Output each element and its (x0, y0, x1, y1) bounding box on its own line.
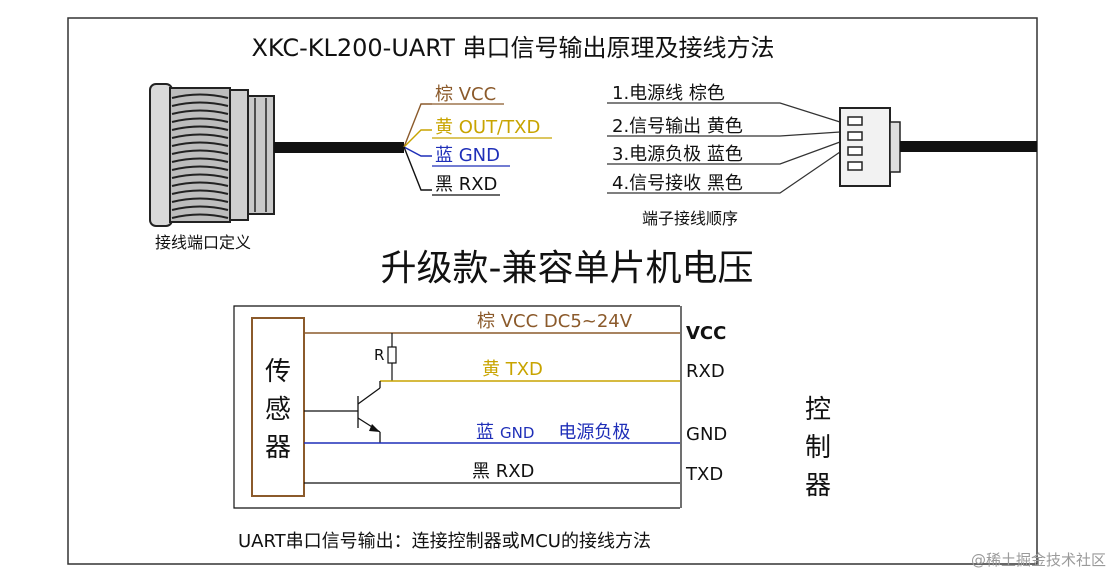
wire-label-out: 黄 OUT/TXD (435, 117, 540, 138)
vcc-wire-label: 棕 VCC DC5~24V (477, 311, 633, 332)
pin-label-4: 4.信号接收 黑色 (612, 173, 743, 194)
sensor-enclosure (233, 305, 680, 509)
controller-pin-rxd: RXD (686, 361, 725, 382)
transistor-arrow (369, 424, 380, 432)
sensor-box (251, 317, 305, 497)
txd-wire-label: 黄 TXD (482, 359, 543, 380)
wire-blue-fan (403, 146, 432, 157)
pin-leader-lines (607, 102, 841, 194)
rxd-wire-label: 黑 RXD (472, 461, 534, 482)
controller-char-1: 控 (805, 395, 831, 425)
thread-line (171, 205, 229, 211)
pin-labels: 1.电源线 棕色 2.信号输出 黄色 3.电源负极 蓝色 4.信号接收 黑色 (612, 83, 743, 194)
wire-yellow-fan (403, 129, 432, 148)
gnd-wire-prefix: 蓝 (476, 422, 494, 443)
thread-line (171, 141, 229, 147)
resistor (387, 346, 397, 364)
gnd-wire-label: 蓝 GND 电源负极 (476, 422, 630, 443)
thread-line (171, 213, 229, 219)
resistor-label: R (374, 346, 384, 364)
sensor-char-2: 感 (265, 395, 291, 425)
pin-label-3: 3.电源负极 蓝色 (612, 144, 743, 165)
thread-line (171, 165, 229, 171)
diagram-title: XKC-KL200-UART 串口信号输出原理及接线方法 (251, 34, 774, 62)
transistor (304, 381, 381, 443)
wire-black-fan (403, 146, 432, 191)
subtitle: 升级款-兼容单片机电压 (381, 248, 754, 289)
controller-pin-vcc: VCC (686, 323, 726, 344)
thread-line (171, 125, 229, 131)
thread-line (171, 197, 229, 203)
thread-line (171, 149, 229, 155)
gnd-wire-note: 电源负极 (558, 422, 630, 443)
wire-label-underlines (432, 103, 552, 196)
wire-labels: 棕 VCC 黄 OUT/TXD 蓝 GND 黑 RXD (435, 84, 540, 195)
controller-char-2: 制 (805, 433, 831, 463)
sensor-char-3: 器 (265, 433, 291, 463)
thread-line (171, 189, 229, 195)
sensor-char-1: 传 (265, 357, 291, 387)
outer-frame (67, 17, 1038, 565)
watermark: @稀土掘金技术社区 (971, 551, 1106, 569)
wire-label-rxd: 黑 RXD (435, 174, 497, 195)
thread-line (171, 109, 229, 115)
thread-line (171, 93, 229, 99)
wire-brown-fan (403, 103, 432, 148)
thread-line (171, 133, 229, 139)
thread-line (171, 157, 229, 163)
footer-caption: UART串口信号输出：连接控制器或MCU的接线方法 (238, 531, 651, 552)
sensor-connector-drawing (149, 83, 404, 227)
pin-label-2: 2.信号输出 黄色 (612, 116, 743, 137)
wire-label-gnd: 蓝 GND (435, 145, 500, 166)
thread-line (171, 181, 229, 187)
sensor-port-caption: 接线端口定义 (155, 233, 251, 252)
gnd-wire-word: GND (500, 424, 534, 442)
wire-fanout-left (403, 103, 432, 191)
controller-pin-gnd: GND (686, 424, 727, 445)
thread-line (171, 173, 229, 179)
pin-label-1: 1.电源线 棕色 (612, 83, 725, 104)
thread-line (171, 117, 229, 123)
terminal-connector-drawing (839, 107, 1037, 187)
thread-line (171, 101, 229, 107)
controller-pin-txd: TXD (685, 464, 723, 485)
controller-char-3: 器 (805, 471, 831, 501)
wire-label-vcc: 棕 VCC (435, 84, 496, 105)
terminal-order-caption: 端子接线顺序 (642, 209, 738, 228)
